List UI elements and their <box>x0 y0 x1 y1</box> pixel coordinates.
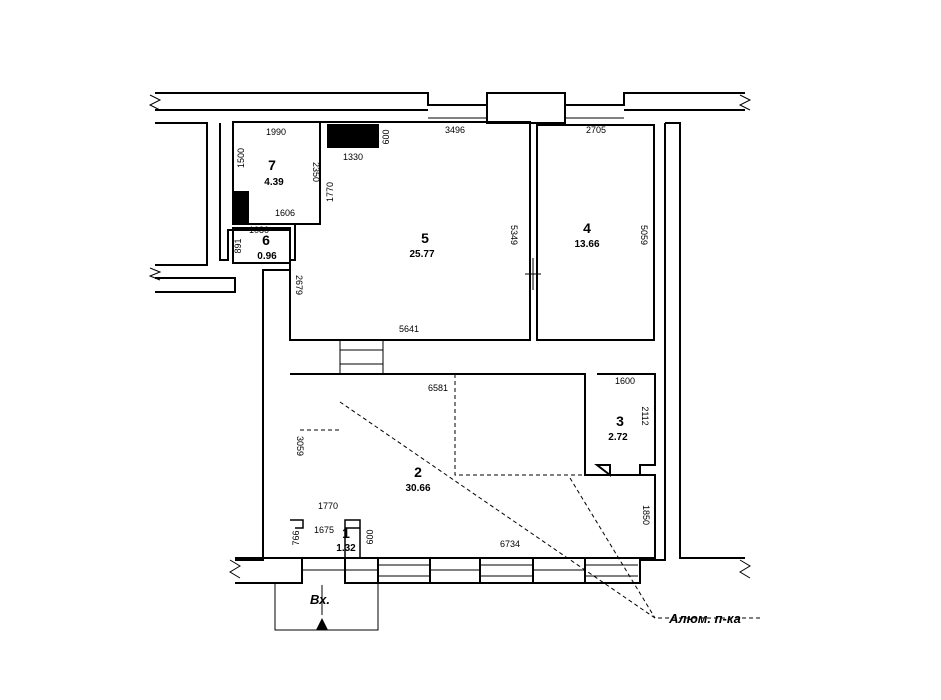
room-6-area: 0.96 <box>257 251 277 262</box>
room-5-area: 25.77 <box>409 249 434 260</box>
break-mark <box>738 94 752 111</box>
dim-label: 1770 <box>325 182 335 202</box>
room-4-outline <box>536 124 655 341</box>
dim-label: 600 <box>365 529 375 544</box>
dim-label: 1850 <box>641 505 651 525</box>
dim-label: 1600 <box>615 376 635 386</box>
entrance-label: Вх. <box>310 592 330 607</box>
room-4-area: 13.66 <box>574 239 599 250</box>
room-1-number: 1 <box>342 525 350 541</box>
dim-label: 1770 <box>318 501 338 511</box>
dim-label: 1500 <box>236 148 246 168</box>
dim-label: 5349 <box>509 225 519 245</box>
dim-label: 891 <box>233 238 243 253</box>
room-3-number: 3 <box>616 413 624 429</box>
room-5-outline <box>289 121 531 341</box>
dim-label: 1990 <box>266 127 286 137</box>
room-2-area: 30.66 <box>405 483 430 494</box>
room-1-outline <box>290 519 361 558</box>
dim-label: 2705 <box>586 125 606 135</box>
room-2-outline <box>290 373 656 559</box>
dim-label: 6734 <box>500 539 520 549</box>
wall-top-outer <box>155 92 745 106</box>
doorway <box>339 340 384 374</box>
wall-left-lower <box>155 277 236 293</box>
leader-line <box>569 477 656 619</box>
bath-fixture <box>327 124 379 148</box>
wall-left-upper <box>155 122 208 266</box>
toilet-fixture <box>232 191 249 223</box>
wall-left-column <box>219 123 291 561</box>
break-mark <box>148 94 162 111</box>
dashed-zone <box>454 374 585 476</box>
entrance-arrowhead <box>316 618 328 630</box>
room-7-number: 7 <box>268 157 276 173</box>
room-4-number: 4 <box>583 220 591 236</box>
dim-label: 3496 <box>445 125 465 135</box>
dim-label: 5641 <box>399 324 419 334</box>
room-2-number: 2 <box>414 464 422 480</box>
dim-label: 1080 <box>249 225 269 235</box>
wall-right-column <box>665 122 745 559</box>
dim-label: 2679 <box>294 275 304 295</box>
window <box>486 92 566 124</box>
room-5-number: 5 <box>421 230 429 246</box>
wall-right-lower <box>640 123 666 561</box>
dim-label: 1606 <box>275 208 295 218</box>
dim-label: 5059 <box>639 225 649 245</box>
room-3-area: 2.72 <box>608 432 628 443</box>
break-mark <box>739 559 751 579</box>
dim-label: 1675 <box>314 525 334 535</box>
dim-label: 2350 <box>311 162 321 182</box>
break-mark <box>229 559 241 579</box>
window-note-label: Алюм. п-ка <box>668 611 741 626</box>
window <box>344 557 379 584</box>
room-1-area: 1.32 <box>336 543 356 554</box>
room-6-number: 6 <box>262 232 270 248</box>
dim-label: 600 <box>381 129 391 144</box>
window-lines <box>428 104 624 119</box>
dim-label: 766 <box>291 530 301 545</box>
dim-label: 6581 <box>428 383 448 393</box>
door-mark <box>525 258 541 290</box>
dim-label: 3059 <box>295 436 305 456</box>
room-6-outline <box>232 227 291 264</box>
room-3-outline <box>594 373 656 478</box>
dim-label: 1330 <box>343 152 363 162</box>
window-lines <box>378 564 638 577</box>
leader-line <box>339 401 760 619</box>
dim-label: 2112 <box>640 406 650 425</box>
room-7-area: 4.39 <box>264 177 284 188</box>
